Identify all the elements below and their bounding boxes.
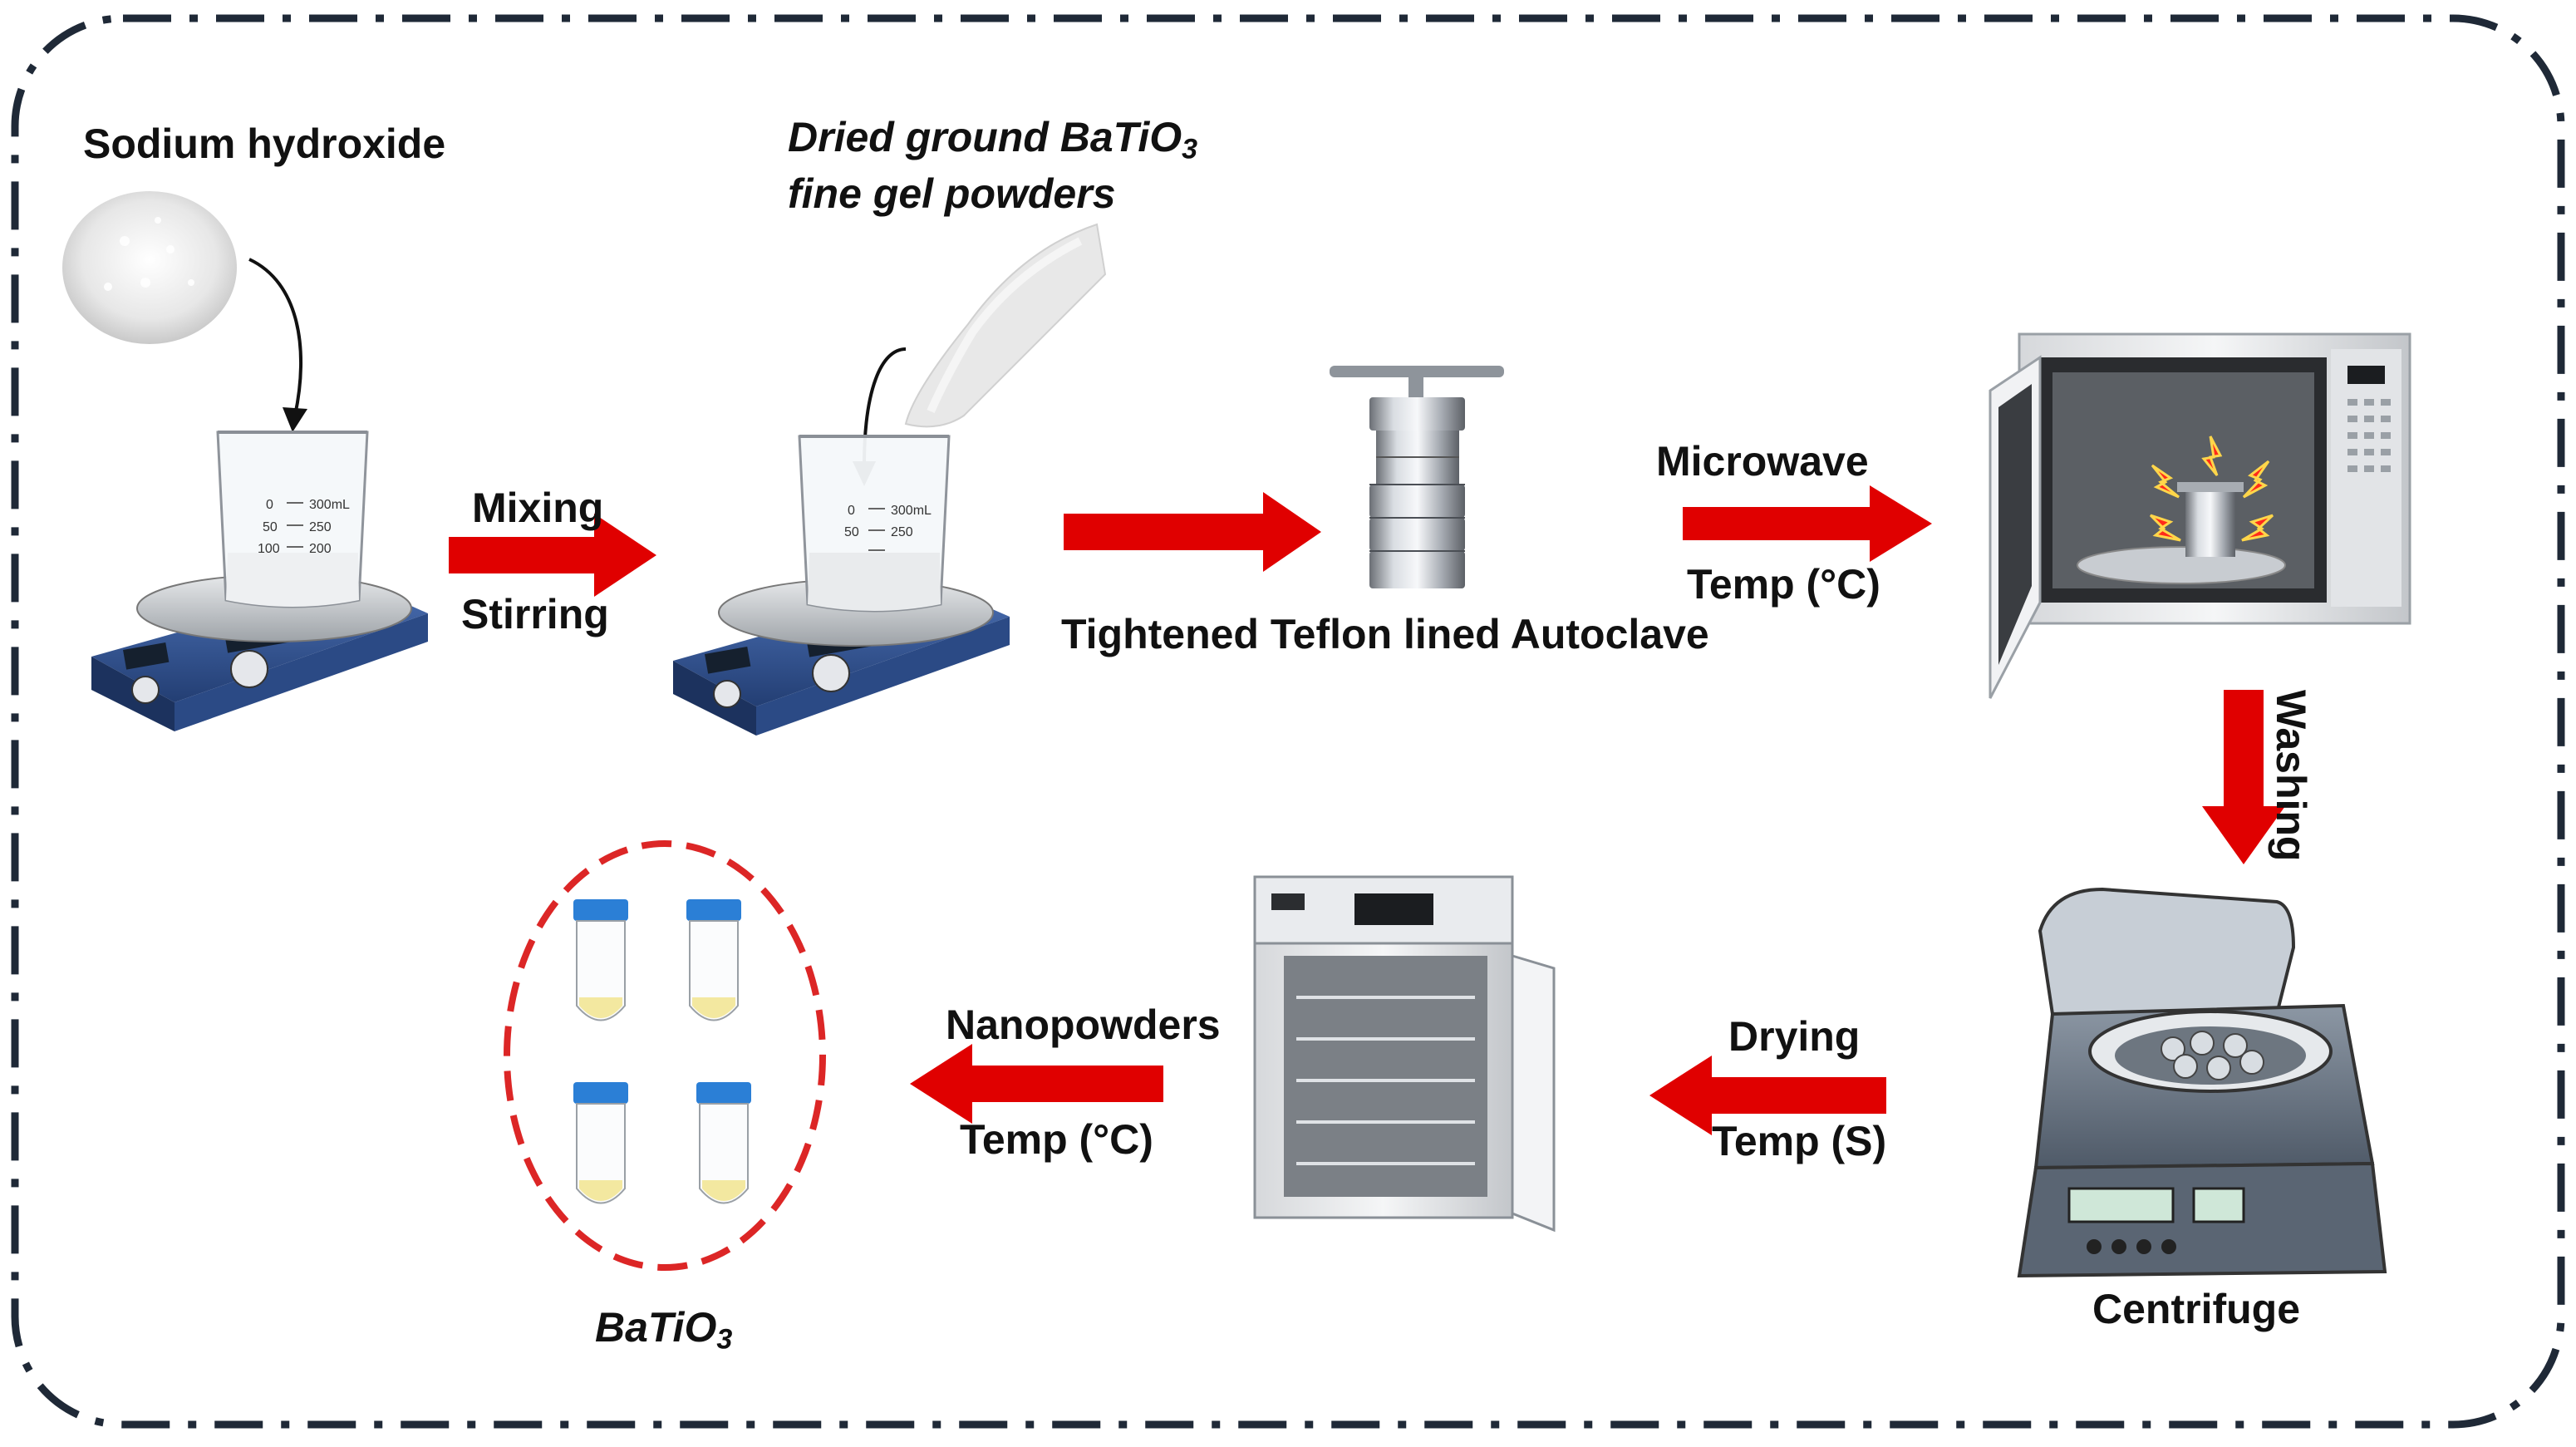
microwave-arrow: [1683, 485, 1932, 562]
beaker-2-mark-300: 300mL: [891, 504, 932, 518]
mixing-arrow: [449, 514, 656, 597]
label-dried-powder-line1: Dried ground BaTiO3: [788, 114, 1197, 164]
nanopowders-arrow: [910, 1044, 1163, 1124]
label-temp-microwave: Temp (°C): [1687, 561, 1880, 608]
label-temp-drying: Temp (S): [1712, 1118, 1887, 1164]
label-drying: Drying: [1728, 1013, 1861, 1060]
label-dried-powder-prefix: Dried ground BaTiO: [788, 114, 1182, 160]
beaker-1-mark-0: 0: [266, 498, 273, 512]
label-microwave: Microwave: [1656, 438, 1869, 485]
stirrer-beaker-1-icon: [91, 431, 428, 731]
drying-arrow: [1649, 1056, 1886, 1135]
sodium-hydroxide-powder-icon: [62, 191, 237, 344]
tube-3-icon: [573, 1082, 628, 1204]
label-nanopowders: Nanopowders: [946, 1002, 1221, 1048]
beaker-2-mark-50: 50: [844, 525, 859, 539]
drying-oven-icon: [1253, 875, 1556, 1233]
microwave-oven-icon: [1989, 332, 2411, 699]
beaker-1-mark-250: 250: [309, 520, 332, 534]
washing-arrow: [2202, 690, 2285, 864]
beaker-2-mark-0: 0: [848, 504, 855, 518]
label-mixing: Mixing: [472, 485, 604, 531]
label-centrifuge: Centrifuge: [2092, 1286, 2300, 1332]
label-product-sub: 3: [716, 1323, 733, 1356]
autoclave-icon: [1330, 366, 1504, 588]
beaker-1-mark-50: 50: [263, 520, 278, 534]
label-autoclave: Tightened Teflon lined Autoclave: [1061, 611, 1709, 657]
label-product: BaTiO3: [595, 1304, 732, 1354]
tube-1-icon: [573, 899, 628, 1021]
batio3-gel-powder-icon: [904, 223, 1107, 428]
outer-border: [11, 14, 2565, 1429]
label-dried-powder-sub: 3: [1182, 133, 1198, 165]
label-dried-powder-line2: fine gel powders: [788, 170, 1116, 217]
label-product-prefix: BaTiO: [595, 1304, 717, 1351]
autoclave-arrow: [1064, 492, 1321, 572]
label-temp-nano: Temp (°C): [960, 1116, 1153, 1163]
beaker-1-mark-300: 300mL: [309, 498, 350, 512]
beaker-1-mark-200: 200: [309, 542, 332, 556]
sodium-hydroxide-drop-arrowhead: [283, 407, 307, 432]
stirrer-beaker-2-icon: [673, 435, 1010, 736]
product-ring: [504, 840, 826, 1271]
label-stirring: Stirring: [461, 591, 609, 637]
tube-4-icon: [696, 1082, 751, 1204]
beaker-2-mark-250: 250: [891, 525, 913, 539]
beaker-1-mark-100: 100: [258, 542, 280, 556]
label-sodium-hydroxide: Sodium hydroxide: [83, 121, 446, 167]
label-washing: Washing: [2268, 690, 2314, 862]
tube-2-icon: [686, 899, 741, 1021]
sodium-hydroxide-drop-arrow: [248, 258, 303, 416]
centrifuge-icon: [2017, 887, 2387, 1278]
